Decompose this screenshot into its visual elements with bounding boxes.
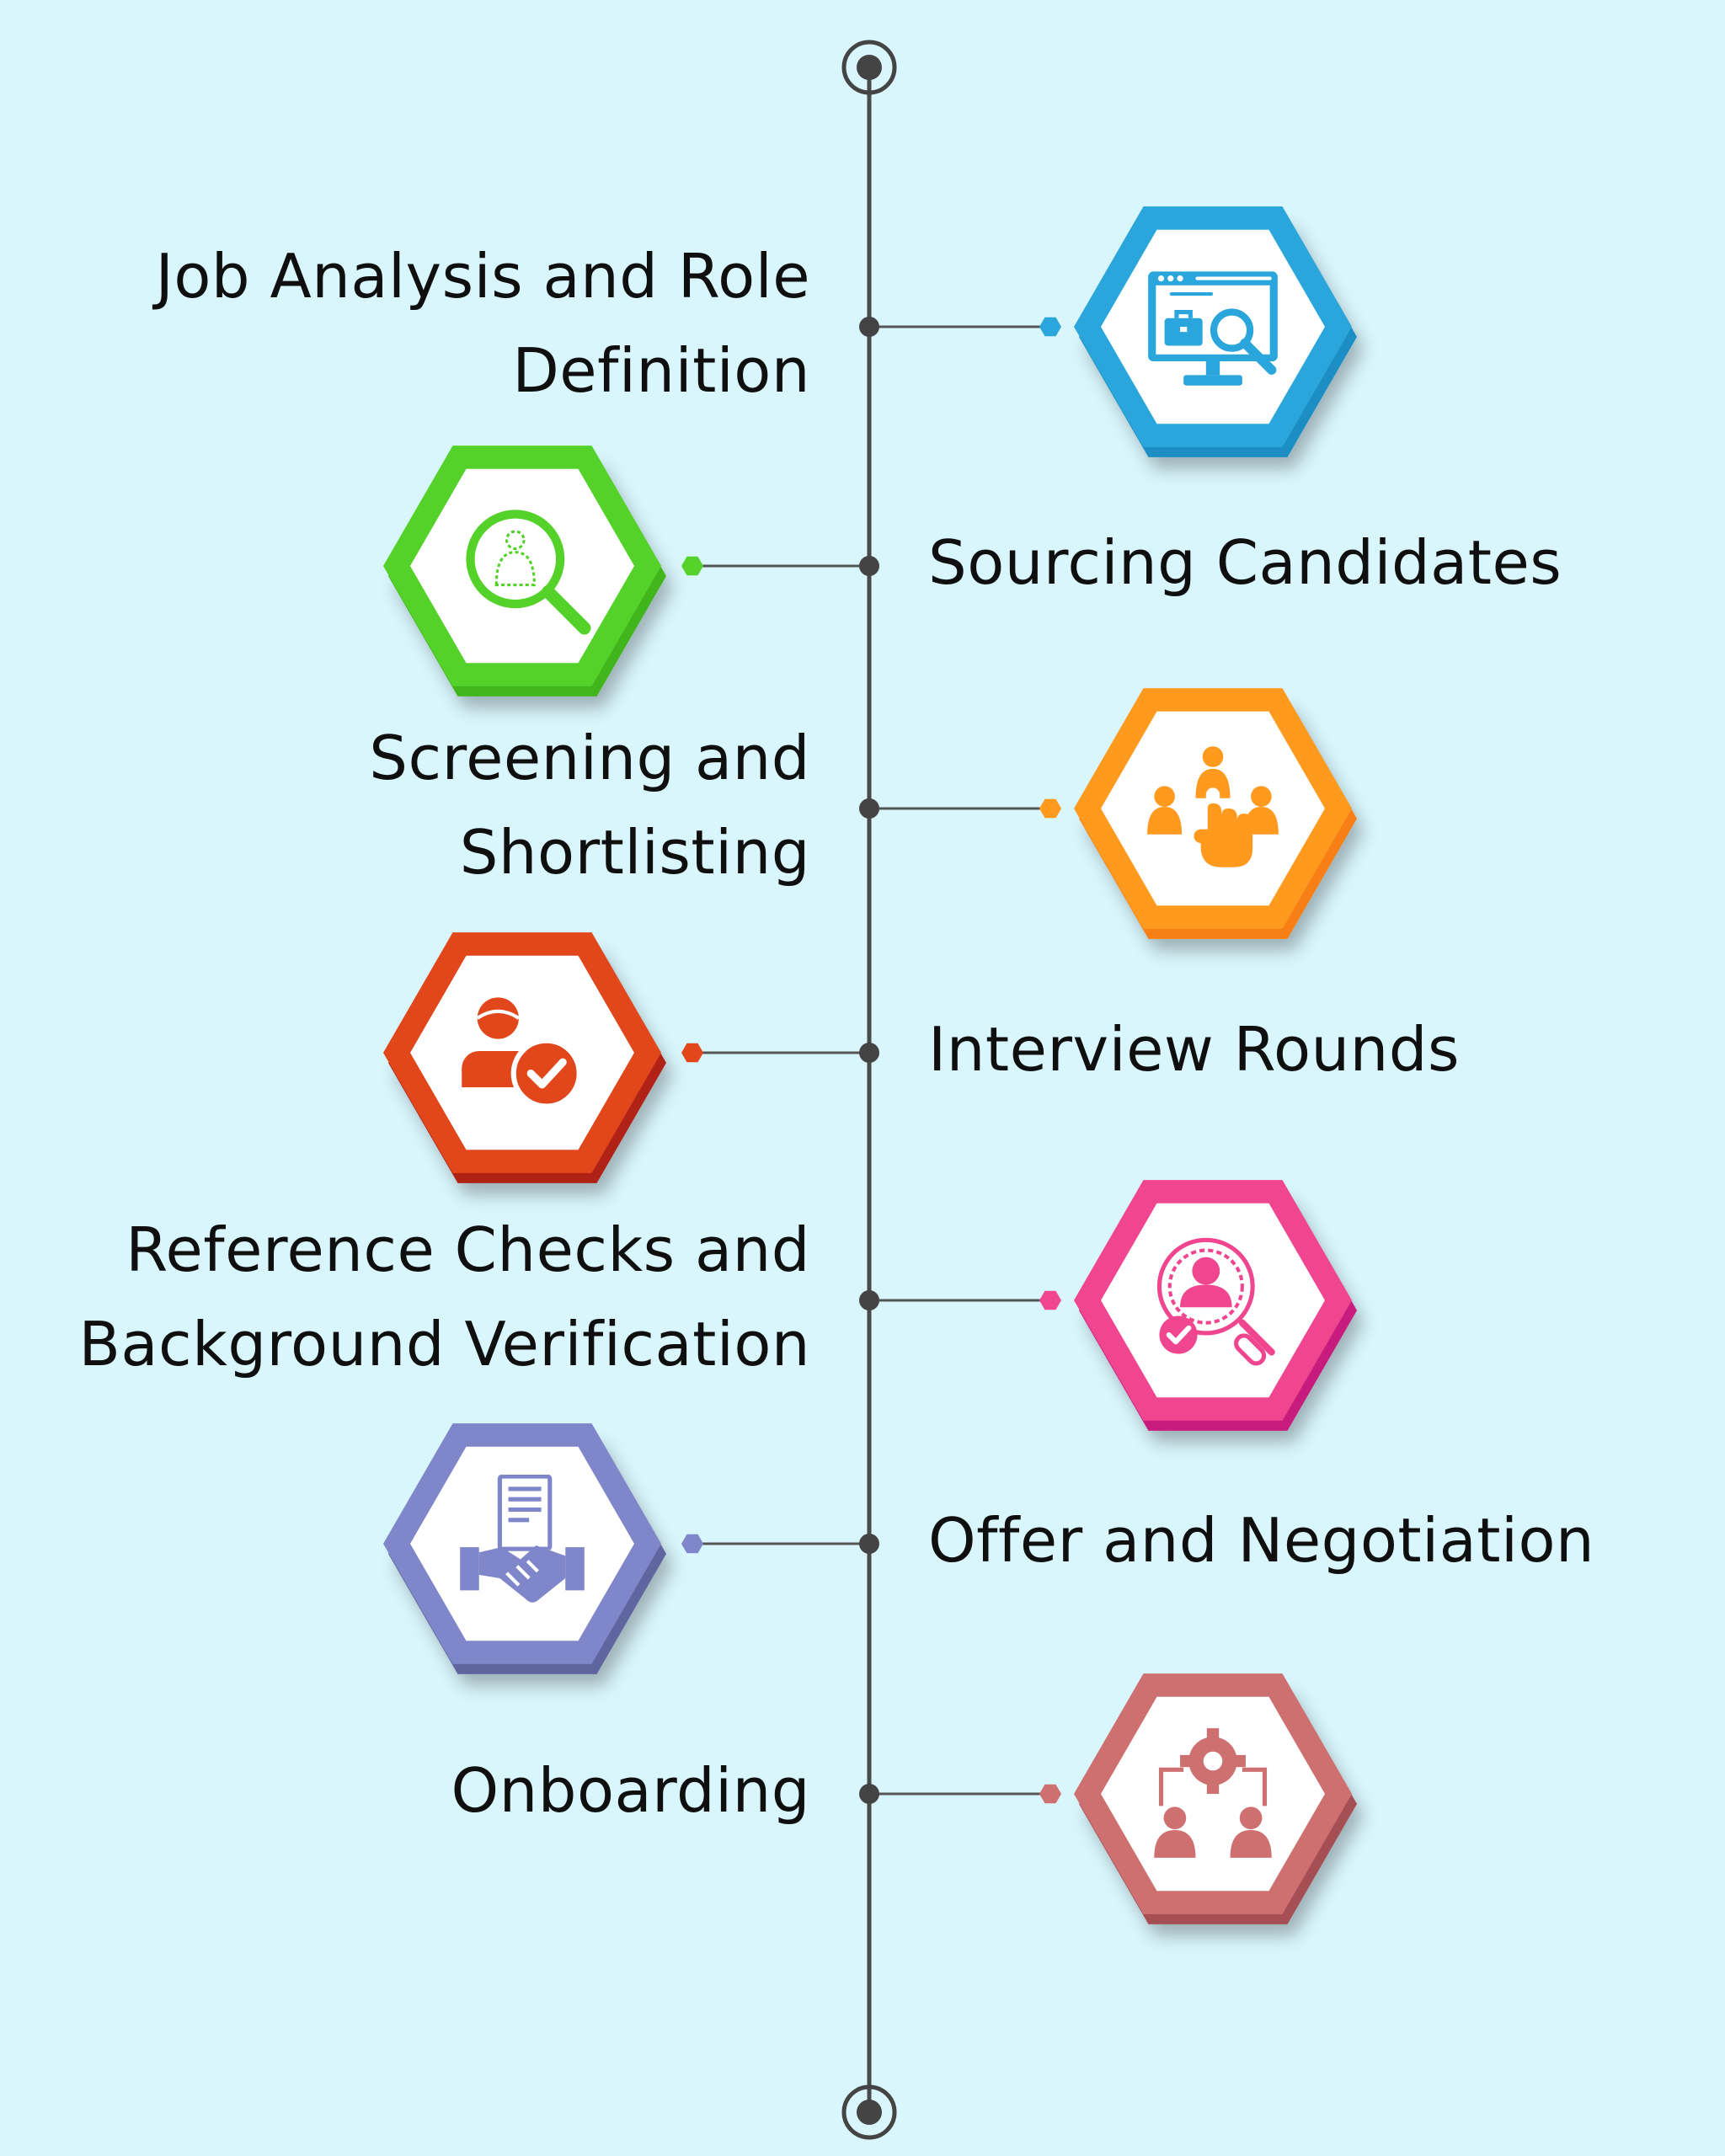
timeline-step-3 (859, 688, 1357, 939)
connector-end-dot (1039, 1290, 1061, 1310)
timeline-step-7 (859, 1673, 1357, 1924)
spine-dot (859, 1290, 879, 1310)
timeline-step-1 (859, 206, 1357, 457)
spine-dot (859, 798, 879, 819)
connector-end-dot (1039, 798, 1061, 819)
spine-dot (859, 1784, 879, 1804)
step-label-4: Interview Rounds (928, 1014, 1461, 1085)
step-label-3: Screening and Shortlisting (369, 723, 810, 888)
step-label-2: Sourcing Candidates (928, 527, 1562, 598)
spine-dot (859, 1534, 879, 1554)
step-label-1: Job Analysis and Role Definition (155, 241, 810, 406)
step-label-6: Offer and Negotiation (928, 1505, 1595, 1576)
timeline-start-marker (841, 40, 897, 95)
spine-dot (859, 556, 879, 576)
connector-end-dot (681, 1043, 703, 1063)
timeline-step-4 (383, 932, 879, 1183)
connector-end-dot (681, 1534, 703, 1554)
step-label-5: Reference Checks and Background Verifica… (78, 1214, 810, 1380)
timeline-step-2 (383, 446, 879, 696)
connector-end-dot (681, 556, 703, 576)
timeline-step-6 (383, 1423, 879, 1674)
connector-end-dot (1039, 1784, 1061, 1804)
timeline-step-5 (859, 1180, 1357, 1431)
timeline-end-marker (841, 2084, 897, 2140)
step-badge-hexagon (1074, 1673, 1357, 1924)
spine-dot (859, 1043, 879, 1063)
spine-dot (859, 317, 879, 337)
step-label-7: Onboarding (451, 1755, 810, 1826)
connector-end-dot (1039, 317, 1061, 337)
